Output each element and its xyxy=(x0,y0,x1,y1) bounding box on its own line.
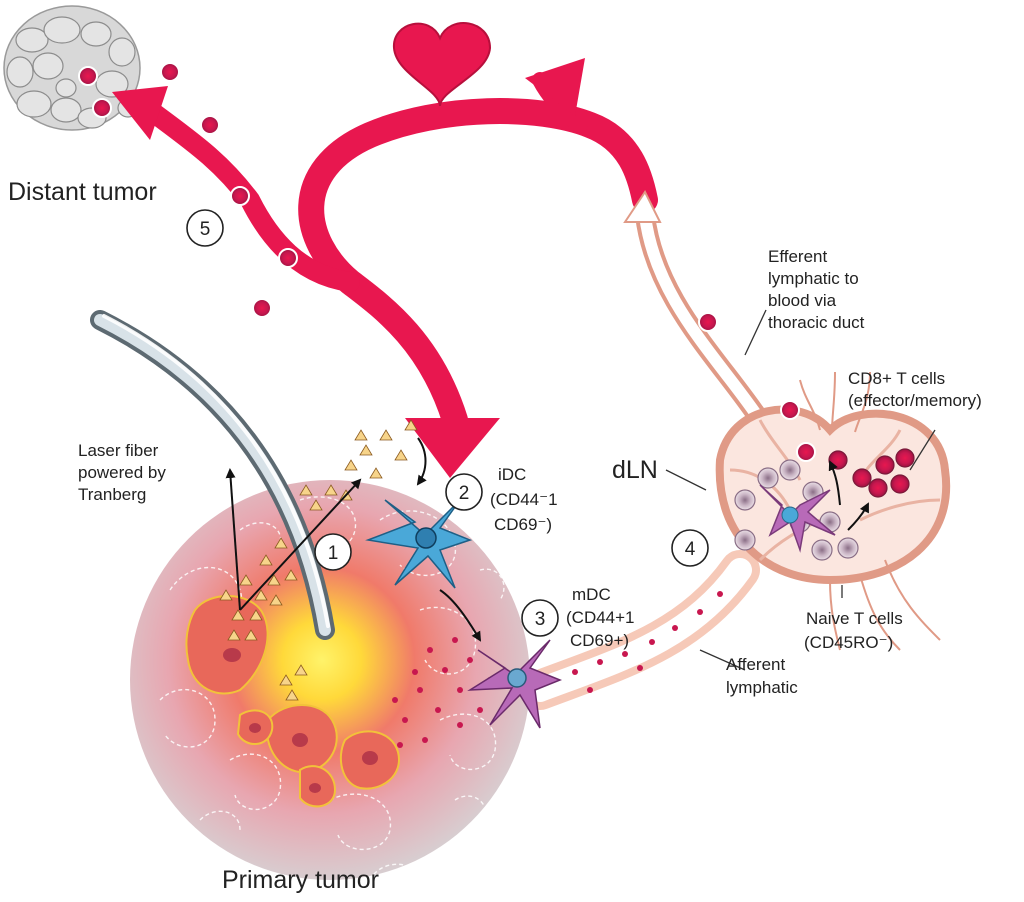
cd8-label-1: CD8+ T cells xyxy=(848,369,945,388)
mdc-label-2: (CD44+1 xyxy=(566,608,635,627)
lymph-node-dendritic-cell xyxy=(759,484,836,553)
primary-tumor-label: Primary tumor xyxy=(222,866,379,894)
cd8-label-2: (effector/memory) xyxy=(848,391,982,410)
naive-label-1: Naive T cells xyxy=(806,609,903,628)
laser-fiber-label-3: Tranberg xyxy=(78,485,146,504)
distant-tumor-label: Distant tumor xyxy=(8,178,157,206)
mdc-label-3: CD69+) xyxy=(570,631,629,650)
circulating-t-cells xyxy=(78,62,298,318)
antigen-release-arrows xyxy=(225,437,482,642)
antigen-fragments xyxy=(219,419,418,701)
idc-label-2: (CD44⁻1 xyxy=(490,490,558,509)
afferent-lymphatic xyxy=(520,550,760,710)
blood-circulation xyxy=(112,22,658,478)
laser-fiber xyxy=(90,310,335,640)
efferent-label-1: Efferent xyxy=(768,247,828,266)
heart-icon xyxy=(392,22,492,107)
efferent-label-3: blood via xyxy=(768,291,837,310)
primary-tumor xyxy=(130,480,530,881)
idc-cell xyxy=(365,499,473,589)
effector-t-cells xyxy=(698,312,915,498)
distant-tumor-cluster xyxy=(3,5,141,131)
mdc-cell xyxy=(467,639,563,729)
step-5: 5 xyxy=(200,219,211,240)
efferent-label-2: lymphatic to xyxy=(768,269,859,288)
laser-fiber-label-2: powered by xyxy=(78,463,166,482)
efferent-label-4: thoracic duct xyxy=(768,313,865,332)
step-2: 2 xyxy=(459,483,470,504)
leader-lines xyxy=(665,309,936,671)
idc-label-1: iDC xyxy=(498,465,526,484)
idc-label-3: CD69⁻) xyxy=(494,515,552,534)
step-3: 3 xyxy=(535,609,546,630)
afferent-label-2: lymphatic xyxy=(726,678,798,697)
laser-fiber-label-1: Laser fiber xyxy=(78,441,159,460)
mdc-label-1: mDC xyxy=(572,585,611,604)
afferent-label-1: Afferent xyxy=(726,655,786,674)
naive-label-2: (CD45RO⁻) xyxy=(804,633,893,652)
dln-label: dLN xyxy=(612,456,658,484)
efferent-lymphatic xyxy=(623,190,770,430)
step-markers xyxy=(186,209,709,637)
step-4: 4 xyxy=(685,539,696,560)
step-1: 1 xyxy=(328,543,339,564)
